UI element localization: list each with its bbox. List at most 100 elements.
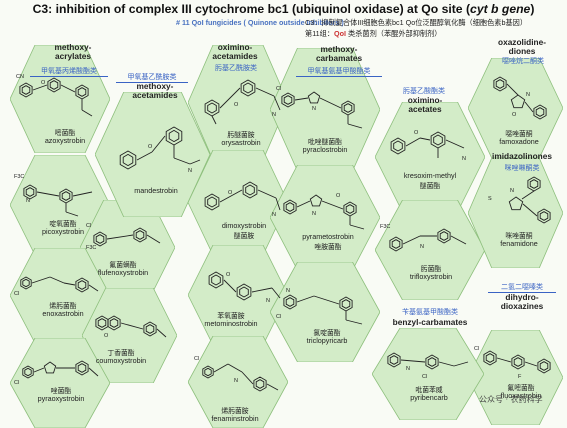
atom-label: F (518, 374, 522, 380)
compound-en-fenamidone: fenamidone (500, 239, 538, 248)
figure-title: C3: inhibition of complex III cytochrome… (32, 2, 535, 16)
atom-label: Cl (14, 380, 19, 386)
coumoxystrobin-structure: O (95, 315, 167, 339)
compound-cn-orysastrobin: 肟醚菌胺 (227, 131, 255, 139)
class-cn-oximino-acetamides: 肟基乙酰胺类 (215, 64, 257, 72)
pyraoxystrobin-structure: Cl (14, 360, 99, 386)
compound-cn-azoxystrobin: 嘧菌酯 (54, 129, 76, 137)
kresoxim-structure: ON (390, 130, 466, 162)
dimoxystrobin-structure: ON (204, 181, 281, 218)
atom-label: Cl (14, 291, 19, 297)
compound-cn-flufenoxystrobin: 氟菌螨酯 (109, 261, 137, 269)
pyrametostrobin-structure: NO (283, 193, 365, 230)
pyribencarb-structure: ClN (387, 352, 469, 380)
orysastrobin-structure: ON (204, 79, 281, 125)
atom-label: Cl (86, 223, 91, 229)
compound-en-azoxystrobin: azoxystrobin (44, 136, 86, 145)
class-label-imidazolinones: imidazolinones (492, 151, 552, 161)
class-cn-methoxy-acetamides: 甲氧基乙酰胺类 (116, 72, 188, 83)
compound-cn-pyribencarb: 吡菌苯威 (415, 386, 443, 394)
compound-label-dimoxystrobin-1: 醚菌胺 (233, 232, 255, 240)
azoxystrobin-structure: CNO (16, 74, 93, 117)
enoxastrobin-structure: Cl (14, 276, 99, 297)
atom-label: N (272, 212, 276, 218)
compound-label-pyrametostrobin-1: 唑胺菌酯 (314, 243, 342, 251)
fenaminstrobin-structure: ClN (194, 356, 279, 392)
atom-label: O (234, 102, 239, 108)
compound-en-trifloxystrobin: trifloxystrobin (409, 272, 453, 281)
atom-label: O (148, 144, 153, 150)
watermark: 公众号 · 农药科学 (479, 395, 543, 404)
compound-cn-fluoxastrobin: 氟嘧菌酯 (507, 384, 535, 392)
compound-cn-pyraoxystrobin: 唑菌酯 (50, 387, 72, 395)
atom-label: N (234, 378, 238, 384)
atom-label: F3C (380, 224, 390, 230)
atom-label: N (406, 366, 410, 372)
atom-label: O (226, 272, 231, 278)
subtitle-cn-2: 第11组：QoI 类杀菌剂（苯醌外部抑制剂） (305, 29, 442, 38)
class-label-oximino-acetates: oximino-acetates (407, 95, 443, 114)
compound-label-dimoxystrobin-0: dimoxystrobin (221, 221, 267, 230)
class-label-dihydro-dioxazines: dihydro-dioxazines (500, 292, 544, 311)
class-cn-imidazolinones: 咪唑啉酮类 (504, 164, 540, 172)
class-cn-benzyl-carbamates: 苄基氨基甲酸酯类 (402, 308, 458, 316)
class-label-oximino-acetamides: oximino-acetamides (212, 42, 258, 61)
compound-cn-enoxastrobin: 烯肟菌酯 (49, 302, 77, 310)
atom-label: Cl (194, 356, 199, 362)
famoxadone-structure: ON (493, 76, 547, 120)
class-cn-oxazolidine-diones: 噁唑烷二酮类 (502, 57, 544, 65)
pyraclostrobin-structure: ClN (276, 86, 363, 129)
fenamidone-structure: SN (488, 176, 551, 224)
atom-label: N (286, 288, 290, 294)
atom-label: N (188, 168, 192, 174)
atom-label: O (41, 80, 46, 86)
compound-label-mandestrobin-0: mandestrobin (134, 186, 178, 195)
subtitle-en: # 11 QoI fungicides ( Quinone outside In… (176, 18, 344, 27)
metominostrobin-structure: ON (208, 271, 281, 304)
subtitle-cn-1: C3：抑制复合体III细胞色素bc1 Qo位泛醌醇氧化酶（细胞色素b基因） (305, 18, 528, 27)
atom-label: N (526, 92, 530, 98)
compound-en-picoxystrobin: picoxystrobin (42, 227, 84, 236)
compound-en-pyraclostrobin: pyraclostrobin (302, 145, 348, 154)
class-label-benzyl-carbamates: benzyl-carbamates (392, 317, 468, 327)
compound-en-pyraoxystrobin: pyraoxystrobin (37, 394, 85, 403)
compound-en-famoxadone: famoxadone (499, 137, 539, 146)
compound-en-flufenoxystrobin: flufenoxystrobin (97, 268, 149, 277)
atom-label: N (462, 156, 466, 162)
fluoxastrobin-structure: ClF (474, 346, 551, 380)
compound-en-orysastrobin: orysastrobin (221, 138, 261, 147)
class-cn-oximino-acetates: 肟基乙酸酯类 (403, 87, 445, 95)
compound-cn-pyraclostrobin: 吡唑醚菌酯 (308, 138, 342, 146)
compound-en-fenaminstrobin: fenaminstrobin (211, 414, 259, 423)
atom-label: S (488, 196, 492, 202)
atom-label: Cl (276, 86, 281, 92)
compound-cn-coumoxystrobin: 丁香菌酯 (107, 349, 135, 357)
class-label-methoxy-acrylates: methoxy-acrylates (54, 42, 92, 61)
compound-en-pyribencarb: pyribencarb (410, 393, 448, 402)
compound-cn-fenamidone: 咪唑菌酮 (505, 232, 533, 240)
compound-cn-famoxadone: 噁唑菌酮 (505, 130, 533, 138)
atom-label: O (228, 190, 233, 196)
atom-label: N (272, 112, 276, 118)
picoxystrobin-structure: F3C N (14, 174, 93, 217)
atom-label: N (26, 198, 30, 204)
atom-label: Cl (276, 314, 281, 320)
atom-label: F3C (14, 174, 24, 180)
compound-cn-fenaminstrobin: 烯肟菌胺 (221, 407, 249, 415)
compound-cn-triclopyricarb: 氯啶菌酯 (313, 329, 341, 337)
atom-label: N (312, 106, 316, 112)
compound-label-kresoxim-methyl-1: 醚菌酯 (419, 182, 441, 190)
class-cn-methoxy-acrylates: 甲氧基丙烯酸酯类 (30, 66, 108, 77)
compound-en-fluoxastrobin: fluoxastrobin (500, 391, 542, 400)
atom-label: N (266, 298, 270, 304)
class-label-methoxy-carbamates: methoxy-carbamates (315, 44, 363, 63)
atom-label: O (512, 112, 517, 118)
compound-cn-metominostrobin: 苯氧菌胺 (217, 312, 245, 320)
atom-label: O (414, 130, 419, 136)
atom-label: O (104, 333, 109, 339)
compound-cn-picoxystrobin: 啶氧菌酯 (49, 220, 77, 228)
compound-label-kresoxim-methyl-0: kresoxim-methyl (403, 171, 457, 180)
